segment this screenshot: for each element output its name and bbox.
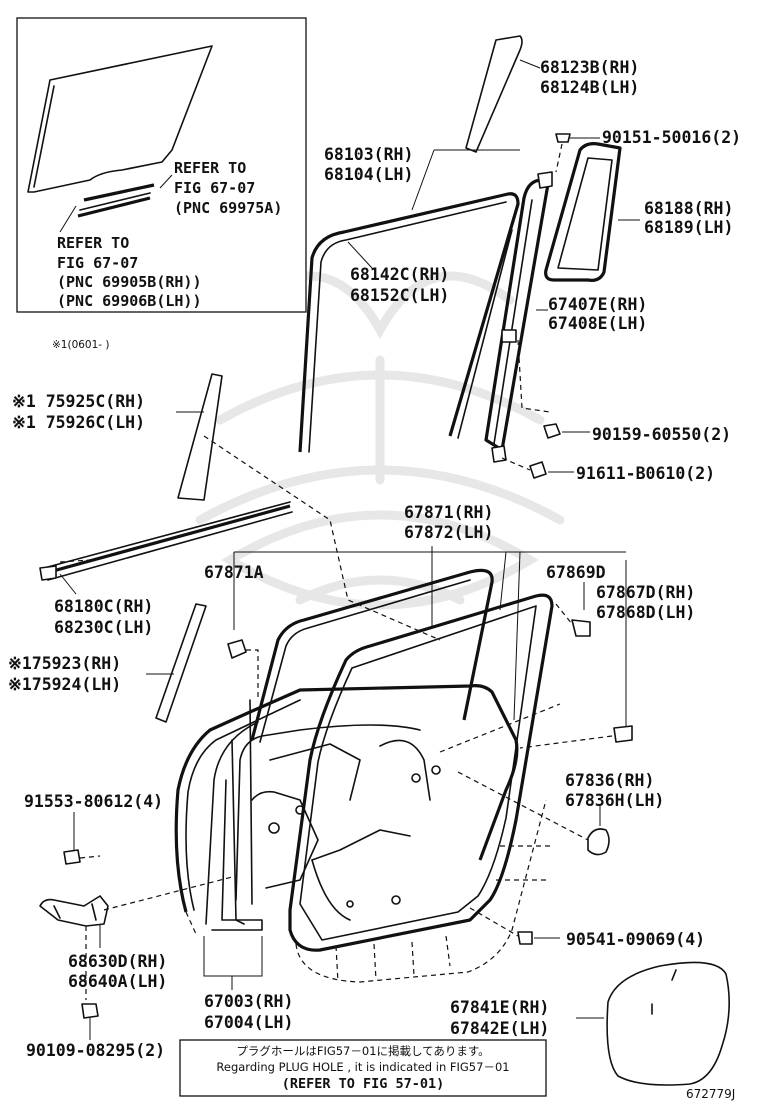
label-91553-80612: 91553-80612(4)	[24, 792, 163, 811]
plug-hole-note: プラグホールはFIG57－01に掲載してあります。 Regarding PLUG…	[179, 1039, 547, 1097]
label-90151-50016: 90151-50016(2)	[602, 128, 741, 147]
inset-refer-1-line3: (PNC 69975A)	[174, 199, 282, 217]
label-67003-rh: 67003(RH)	[204, 992, 293, 1011]
leader-67871-hub	[233, 546, 626, 721]
part-90109-bolt	[81, 1003, 99, 1040]
label-68189-lh: 68189(LH)	[644, 218, 733, 237]
part-68630d-hinge	[39, 875, 237, 1000]
label-75925c-rh: ※1 75925C(RH)	[12, 392, 145, 411]
part-67836-cover	[457, 771, 610, 856]
label-67841e-rh: 67841E(RH)	[450, 998, 549, 1017]
part-75925c-pillar-garnish	[176, 373, 441, 641]
inset-refer-2-line2: FIG 67-07	[57, 254, 138, 272]
glass-panel	[27, 45, 213, 193]
label-67407e-rh: 67407E(RH)	[548, 295, 647, 314]
inset-refer-1-line1: REFER TO	[174, 159, 246, 177]
part-90151-screw	[555, 133, 600, 173]
part-67407e-run-channel	[484, 171, 553, 463]
footnote-production-date: ※1(0601- )	[52, 339, 110, 351]
label-68123b-rh: 68123B(RH)	[540, 58, 639, 77]
inset-refer-2-line4: (PNC 69906B(LH))	[57, 292, 202, 310]
diagram-id: 672779J	[686, 1087, 735, 1101]
part-90159-bolt	[543, 423, 590, 439]
inset-refer-2-line3: (PNC 69905B(RH))	[57, 273, 202, 291]
plug-note-english: Regarding PLUG HOLE , it is indicated in…	[216, 1060, 509, 1074]
inset-refer-2-line1: REFER TO	[57, 234, 129, 252]
watermark-emblem	[195, 271, 565, 610]
label-67836-rh: 67836(RH)	[565, 771, 654, 790]
label-67867d-rh: 67867D(RH)	[596, 583, 695, 602]
glass-run-strip	[83, 183, 155, 202]
label-67872-lh: 67872(LH)	[404, 523, 493, 542]
label-75923-rh: ※175923(RH)	[8, 654, 121, 673]
part-91553-screw	[63, 812, 101, 865]
label-67836h-lh: 67836H(LH)	[565, 791, 664, 810]
label-67004-lh: 67004(LH)	[204, 1013, 293, 1032]
part-75923-garnish	[146, 603, 207, 723]
label-68103-rh: 68103(RH)	[324, 145, 413, 164]
part-91611-bolt	[501, 457, 574, 479]
door-lower-dashed-outline	[295, 703, 561, 983]
part-67003-door-panel	[174, 684, 519, 990]
label-68180c-rh: 68180C(RH)	[54, 597, 153, 616]
part-90541-clip	[469, 907, 560, 945]
label-68188-rh: 68188(RH)	[644, 199, 733, 218]
window-glass-inset: REFER TO FIG 67-07 (PNC 69975A) REFER TO…	[16, 17, 307, 313]
label-68142c-rh: 68142C(RH)	[350, 265, 449, 284]
label-75926c-lh: ※1 75926C(LH)	[12, 413, 145, 432]
label-67871-rh: 67871(RH)	[404, 503, 493, 522]
label-67869d: 67869D	[546, 563, 606, 582]
label-68124b-lh: 68124B(LH)	[540, 78, 639, 97]
label-68630d-rh: 68630D(RH)	[68, 952, 167, 971]
label-68640a-lh: 68640A(LH)	[68, 972, 167, 991]
part-68142c-frame-weatherstrip	[298, 149, 520, 453]
label-67408e-lh: 67408E(LH)	[548, 314, 647, 333]
label-68152c-lh: 68152C(LH)	[350, 286, 449, 305]
label-67842e-lh: 67842E(LH)	[450, 1019, 549, 1038]
label-68230c-lh: 68230C(LH)	[54, 618, 153, 637]
part-67869d-clip	[555, 582, 591, 637]
label-67871a: 67871A	[204, 563, 264, 582]
label-75924-lh: ※175924(LH)	[8, 675, 121, 694]
plug-note-reference: (REFER TO FIG 57-01)	[282, 1076, 445, 1092]
glass-run-strip-lower	[77, 196, 151, 218]
part-67871-door-weatherstrip	[250, 568, 554, 952]
plug-note-japanese: プラグホールはFIG57－01に掲載してあります。	[236, 1044, 489, 1058]
part-68123b-garnish	[465, 35, 541, 153]
part-67841e-cover-sheet	[576, 961, 730, 1086]
inset-refer-1-line2: FIG 67-07	[174, 179, 255, 197]
label-90159-60550: 90159-60550(2)	[592, 425, 731, 444]
part-68180c-belt-moulding	[39, 501, 293, 595]
label-91611-b0610: 91611-B0610(2)	[576, 464, 715, 483]
label-90541-09069: 90541-09069(4)	[566, 930, 705, 949]
label-67868d-lh: 67868D(LH)	[596, 603, 695, 622]
part-67867d-bracket	[519, 560, 633, 749]
label-90109-08295: 90109-08295(2)	[26, 1041, 165, 1060]
part-68188-quarter-glass	[544, 142, 640, 282]
label-68104-lh: 68104(LH)	[324, 165, 413, 184]
part-67871a-clip	[227, 639, 259, 700]
